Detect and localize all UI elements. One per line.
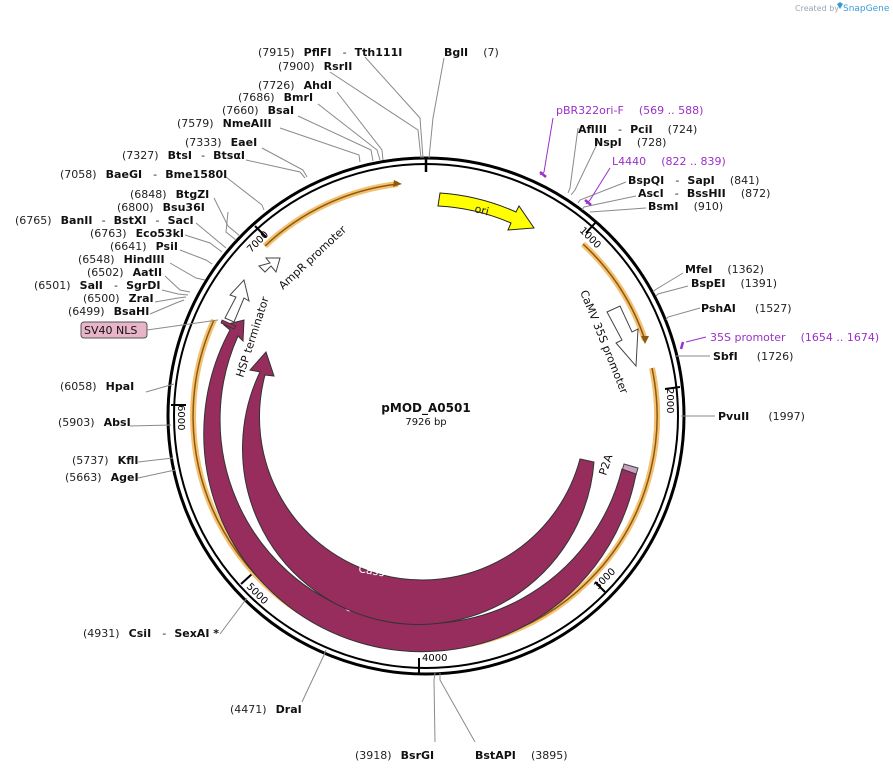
enzyme-label-nspi[interactable]: NspI (728) [594,131,666,150]
snapgene-logo-icon [837,2,843,9]
feature-ori[interactable]: ori [437,192,535,231]
tick-3000 [594,581,606,593]
enzyme-label-bsrgi[interactable]: (3918) BsrGI [355,744,434,763]
feature-cas9-inner[interactable]: Cas9 [242,351,595,625]
enzyme-label-bsahi[interactable]: (6499) BsaHI [68,300,149,319]
plasmid-size: 7926 bp [405,417,446,428]
primer-label-35s[interactable]: 35S promoter (1654 .. 1674) [710,326,879,345]
sv40-nls-marker [220,319,237,330]
enzyme-label-bgli[interactable]: BglI (7) [444,41,499,60]
enzyme-label-eaei[interactable]: (7333) EaeI [185,131,257,150]
tick-label-4000: 4000 [422,653,447,664]
enzyme-label-asci[interactable]: AscI - BssHII (872) [638,182,770,201]
enzyme-label-banii[interactable]: (6765) BanII - BstXI - SacI [15,209,194,228]
tick-2000 [664,386,681,390]
enzyme-label-hindiii[interactable]: (6548) HindIII [78,248,165,267]
tick-5000 [240,573,253,585]
feature-label-sv40: SV40 NLS [84,324,137,337]
enzyme-label-baegi[interactable]: (7058) BaeGI - Bme1580I [60,163,227,182]
enzyme-label-ahdi[interactable]: (7726) AhdI [258,74,332,93]
enzyme-labels: (7915) PflFI - Tth111I BglI (7) (7900) R… [15,41,805,763]
enzyme-label-absi[interactable]: (5903) AbsI [58,411,131,430]
feature-label-cas9-inner: Cas9 [357,562,386,580]
primer-label-pbr322ori[interactable]: pBR322ori-F (569 .. 588) [556,99,703,118]
enzyme-label-rsrii[interactable]: (7900) RsrII [278,55,352,74]
credit-brand: SnapGene [843,4,890,14]
enzyme-label-afliii[interactable]: AflIII - PciI (724) [578,118,697,137]
enzyme-label-kfli[interactable]: (5737) KflI [72,449,138,468]
tick-1000 [585,221,597,234]
enzyme-label-drai[interactable]: (4471) DraI [230,698,302,717]
tick-label-2000: 2000 [664,388,675,413]
enzyme-label-btsi[interactable]: (7327) BtsI - BtsαI [122,144,245,163]
enzyme-label-nmeaiii[interactable]: (7579) NmeAIII [177,112,272,131]
feature-sv40-nls[interactable]: SV40 NLS [80,319,219,339]
enzyme-label-aatii[interactable]: (6502) AatII [87,261,162,280]
primer-markers [539,117,707,350]
primer-labels: pBR322ori-F (569 .. 588) L4440 (822 .. 8… [556,99,879,345]
enzyme-label-bsai[interactable]: (7660) BsaI [222,99,294,118]
enzyme-label-agei[interactable]: (5663) AgeI [65,466,139,485]
enzyme-label-eco53ki[interactable]: (6763) Eco53kI [90,222,184,241]
enzyme-label-hpai[interactable]: (6058) HpaI [60,375,134,394]
enzyme-label-bspqi[interactable]: BspQI - SapI (841) [628,169,759,188]
enzyme-label-pshai[interactable]: PshAI (1527) [701,297,792,316]
enzyme-label-bspei[interactable]: BspEI (1391) [691,272,777,291]
enzyme-label-psii[interactable]: (6641) PsiI [110,235,178,254]
feature-label-p2a: P2A [596,452,615,477]
credit-created-by: Created by [795,4,839,13]
feature-label-ampr: AmpR promoter [276,223,349,292]
enzyme-label-bsmi[interactable]: BsmI (910) [648,195,723,214]
tick-7000 [254,225,267,238]
tick-label-6000: 6000 [175,405,186,430]
enzyme-label-csii[interactable]: (4931) CsiI - SexAI * [83,622,219,641]
enzyme-label-bsu36i[interactable]: (6800) Bsu36I [117,196,205,215]
enzyme-label-pflfi[interactable]: (7915) PflFI - Tth111I [258,41,402,60]
enzyme-label-pvuii[interactable]: PvuII (1997) [718,405,805,424]
enzyme-label-zrai[interactable]: (6500) ZraI [83,287,154,306]
primer-label-l4440[interactable]: L4440 (822 .. 839) [612,150,726,169]
enzyme-label-btgzi[interactable]: (6848) BtgZI [130,183,209,202]
enzyme-label-mfei[interactable]: MfeI (1362) [685,258,764,277]
enzyme-label-bmri[interactable]: (7686) BmrI [238,86,313,105]
enzyme-label-bstapi[interactable]: BstAPI (3895) [475,744,568,763]
feature-ampr-promoter[interactable]: AmpR promoter [258,223,349,292]
feature-label-ori: ori [473,202,490,218]
enzyme-label-sbfi[interactable]: SbfI (1726) [713,345,793,364]
enzyme-leader-lines [129,56,715,743]
plasmid-name: pMOD_A0501 [381,401,470,416]
enzyme-label-sali[interactable]: (6501) SalI - SgrDI [34,274,161,293]
